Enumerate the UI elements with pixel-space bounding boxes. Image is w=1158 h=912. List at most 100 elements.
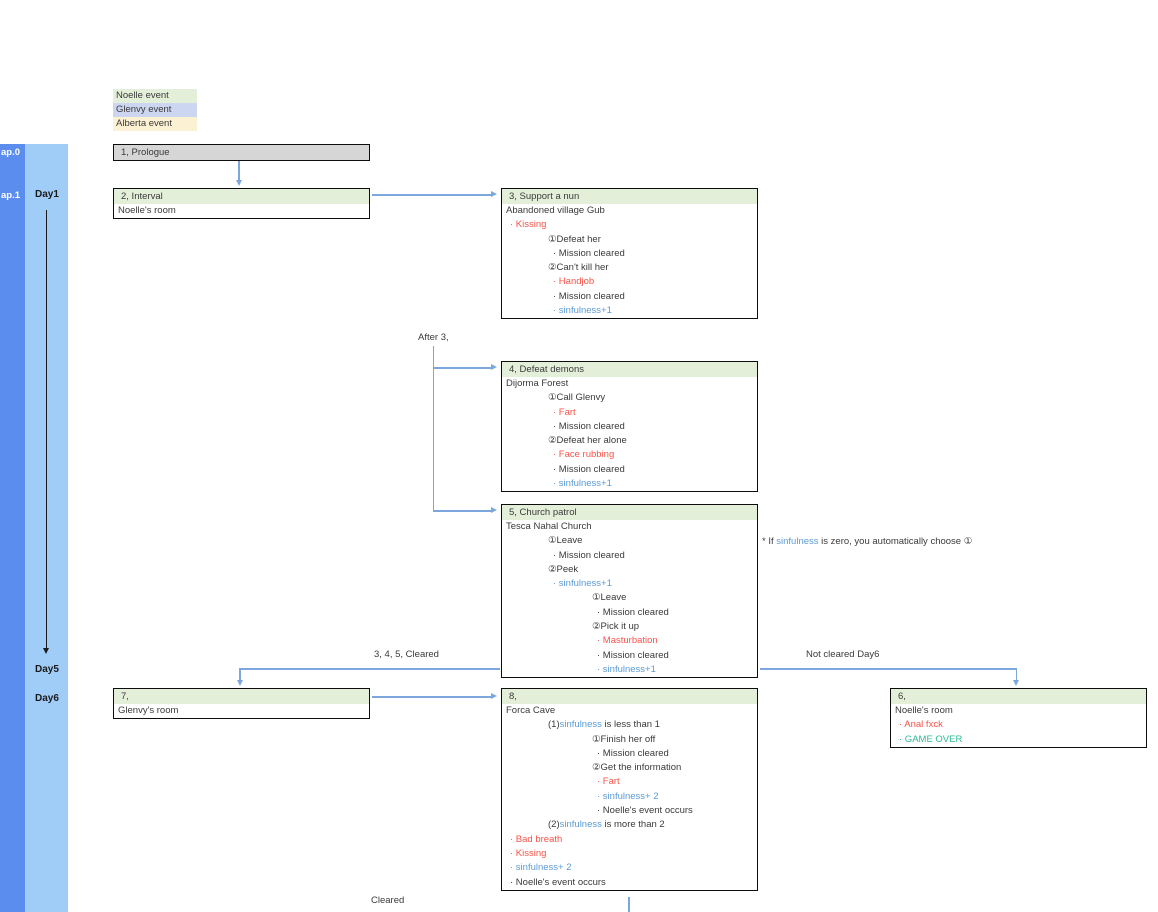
day5-label: Day5 (35, 664, 59, 675)
event-row: · sinfulness+ 2 (502, 790, 757, 804)
text-segment: · Kissing (510, 847, 547, 859)
text-segment: · sinfulness+1 (553, 478, 612, 490)
event-row: Tesca Nahal Church (502, 520, 757, 534)
text-segment: ①Defeat her (548, 233, 601, 245)
legend-item-noelle: Noelle event (113, 89, 197, 103)
text-segment: · Mission cleared (553, 420, 625, 432)
text-segment: · Masturbation (597, 635, 658, 647)
chapter-0-label: ap.0 (1, 147, 21, 158)
event-row: · Mission cleared (502, 549, 757, 563)
text-segment: · sinfulness+1 (597, 663, 656, 675)
event-row: (2)sinfulness is more than 2 (502, 818, 757, 832)
arrowhead-box4-icon (491, 364, 497, 370)
text-segment: Tesca Nahal Church (506, 521, 592, 532)
legend: Noelle event Glenvy event Alberta event (113, 89, 197, 131)
event-row: · Mission cleared (502, 606, 757, 620)
box-title: 3, Support a nun (502, 189, 757, 204)
text-segment: · Mission cleared (597, 606, 669, 618)
arrowhead-box3-icon (491, 191, 497, 197)
arrowhead-box8-icon (491, 693, 497, 699)
text-segment: (2) (548, 819, 560, 831)
box-title: 1, Prologue (114, 145, 369, 160)
text-segment: · Face rubbing (553, 449, 615, 461)
text-segment: ②Defeat her alone (548, 435, 627, 447)
text-segment: (1) (548, 719, 560, 731)
day6-label: Day6 (35, 693, 59, 704)
arrowhead-box7-icon (236, 680, 243, 686)
text-segment: Noelle's room (118, 205, 176, 216)
box-title: 8, (502, 689, 757, 704)
text-segment: ②Peek (548, 563, 579, 575)
legend-item-alberta: Alberta event (113, 117, 197, 131)
text-segment: · Handjob (553, 276, 595, 288)
event-row: ①Defeat her (502, 233, 757, 247)
event-row: · Anal fxck (891, 718, 1146, 732)
connector-branch-box4 (433, 367, 491, 369)
event-row: · sinfulness+ 2 (502, 861, 757, 875)
event-row: ②Peek (502, 563, 757, 577)
event-row: · Masturbation (502, 634, 757, 648)
after-3-label: After 3, (418, 332, 449, 343)
text-segment: · sinfulness+1 (553, 578, 612, 590)
box-title: 6, (891, 689, 1146, 704)
event-row: · sinfulness+1 (502, 477, 757, 491)
text-segment: sinfulness (559, 719, 602, 731)
text-segment: ②Can't kill her (548, 262, 609, 274)
text-segment: · sinfulness+ 2 (510, 862, 572, 874)
text-segment: Forca Cave (506, 705, 556, 716)
event-row: · Mission cleared (502, 463, 757, 477)
event-row: ②Can't kill her (502, 261, 757, 275)
box-title: 5, Church patrol (502, 505, 757, 520)
text-segment: · Mission cleared (553, 290, 625, 302)
text-segment: sinfulness (776, 536, 819, 547)
event-row: Forca Cave (502, 704, 757, 718)
event-row: ②Defeat her alone (502, 434, 757, 448)
flow-box-2-interval: 2, Interval Noelle's room (113, 188, 370, 220)
event-row: · GAME OVER (891, 733, 1146, 747)
text-segment: ②Pick it up (592, 621, 640, 633)
text-segment: · sinfulness+ 2 (597, 790, 659, 802)
event-row: · Face rubbing (502, 448, 757, 462)
text-segment: · Kissing (510, 219, 547, 231)
text-segment: Glenvy's room (118, 705, 179, 716)
event-row: · Bad breath (502, 833, 757, 847)
text-segment: · Mission cleared (553, 549, 625, 561)
connector-after3-stem (432, 346, 434, 511)
event-row: ①Finish her off (502, 733, 757, 747)
text-segment: ①Leave (592, 592, 627, 604)
event-row: Dijorma Forest (502, 377, 757, 391)
text-segment: Dijorma Forest (506, 378, 569, 389)
text-segment: ②Get the information (592, 762, 682, 774)
event-row: · Mission cleared (502, 747, 757, 761)
text-segment: · Fart (553, 406, 576, 418)
event-row: (1)sinfulness is less than 1 (502, 718, 757, 732)
sinfulness-zero-note: * If sinfulness is zero, you automatical… (762, 536, 972, 547)
text-segment: Abandoned village Gub (506, 205, 605, 216)
text-segment: ①Finish her off (592, 733, 656, 745)
event-row: ①Leave (502, 534, 757, 548)
connector-down-box6 (1015, 668, 1017, 680)
event-row: Noelle's room (891, 704, 1146, 718)
box-title: 2, Interval (114, 189, 369, 204)
text-segment: is less than 1 (601, 719, 660, 731)
event-row: · Mission cleared (502, 290, 757, 304)
event-row: · Kissing (502, 847, 757, 861)
event-row: ①Leave (502, 591, 757, 605)
event-row: Noelle's room (114, 204, 369, 218)
connector-box8-down (628, 897, 630, 912)
text-segment: ①Call Glenvy (548, 392, 606, 404)
not-cleared-day6-label: Not cleared Day6 (806, 649, 880, 660)
flow-box-1-prologue: 1, Prologue (113, 144, 370, 161)
event-row: · Fart (502, 775, 757, 789)
connector-box2-box3 (372, 194, 491, 196)
connector-box7-box8 (372, 696, 491, 698)
text-segment: · Mission cleared (553, 247, 625, 259)
timeline-arrowhead-icon (43, 648, 49, 654)
event-row: · Mission cleared (502, 420, 757, 434)
event-row: Abandoned village Gub (502, 204, 757, 218)
flow-box-6-noelles-room: 6, Noelle's room· Anal fxck· GAME OVER (890, 688, 1147, 748)
event-row: · Mission cleared (502, 649, 757, 663)
chapter-1-label: ap.1 (1, 190, 21, 201)
connector-box5-right (760, 668, 1017, 670)
